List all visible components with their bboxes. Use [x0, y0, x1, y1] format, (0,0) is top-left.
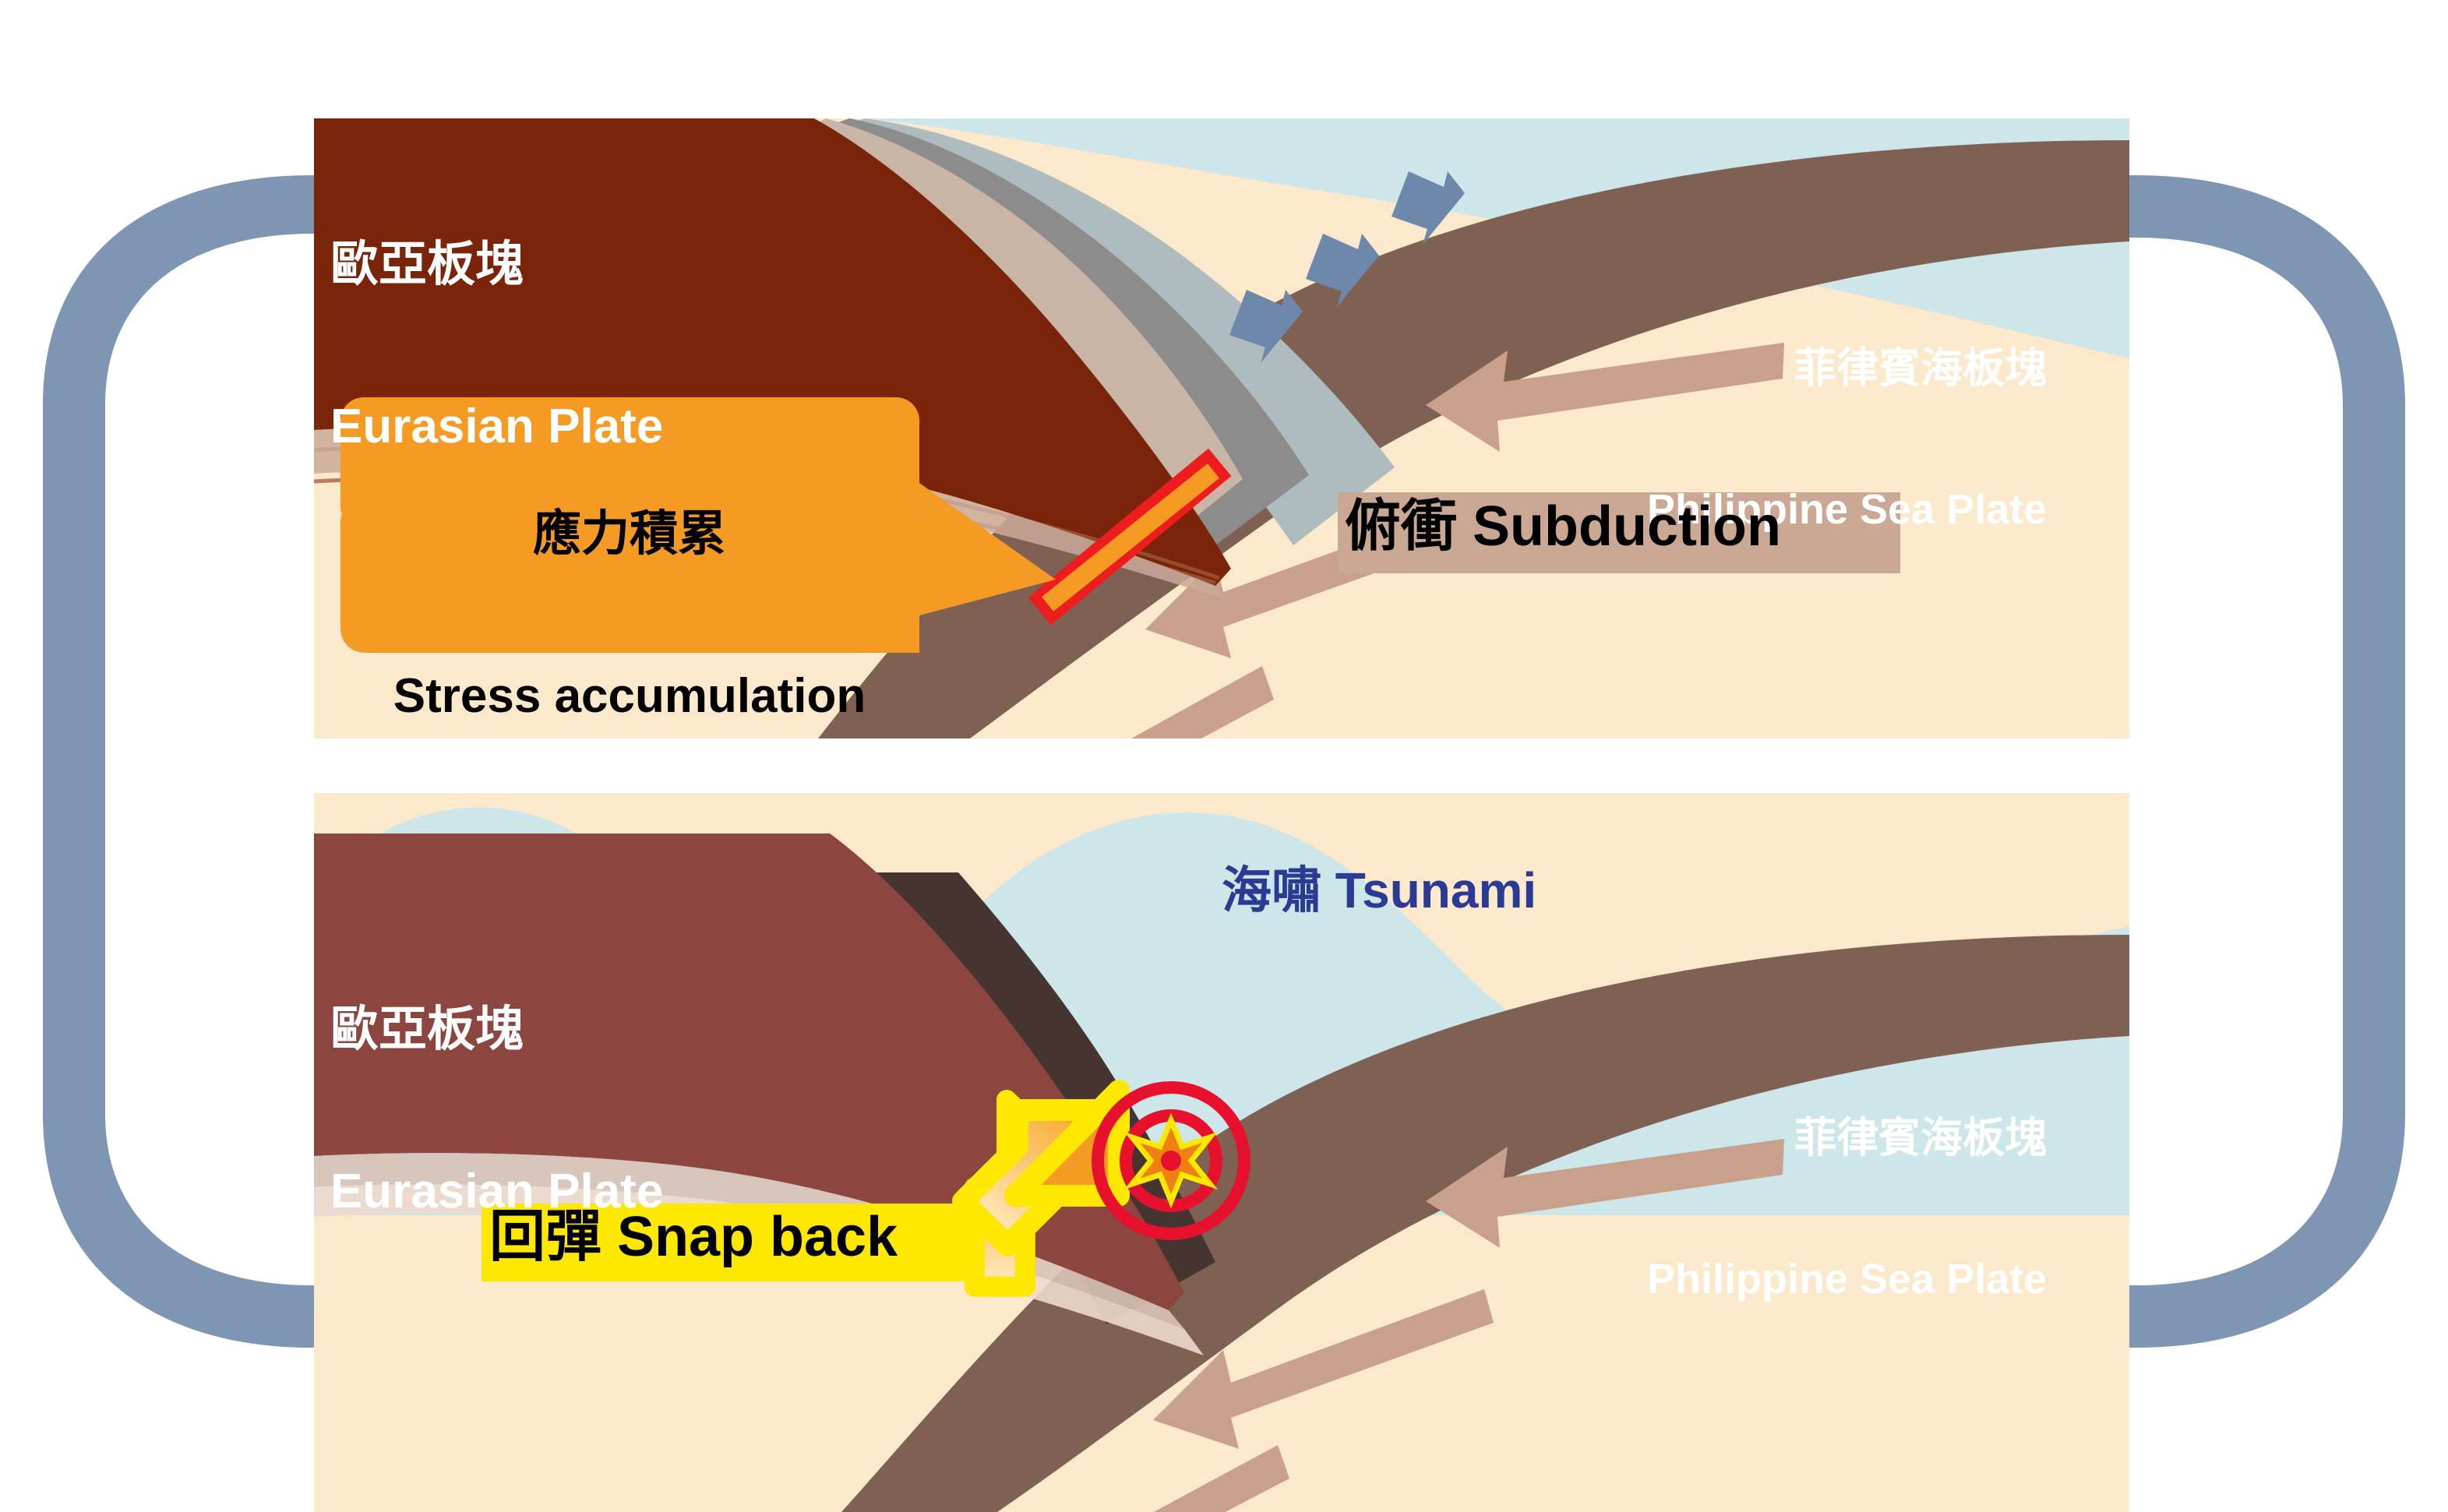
philippine-slab-upper [818, 140, 2129, 738]
snap-back-tag-text: 回彈 Snap back [489, 1206, 898, 1268]
eurasian-plate-label-en-upper: Eurasian Plate [330, 400, 664, 454]
stress-accumulation-cn: 應力積累 [532, 506, 726, 561]
eurasian-underside-lower [314, 1153, 1184, 1329]
snap-back-arrow-icon [952, 1080, 1130, 1297]
philippine-slab-lower [841, 935, 2129, 1512]
philippine-plate-label-en-lower: Philippine Sea Plate [1647, 1256, 2048, 1303]
stress-accumulation-en: Stress accumulation [393, 669, 866, 724]
snap-back-tag-background [481, 1204, 980, 1281]
compression-arrows-upper [1229, 171, 1465, 363]
lower-panel-scene [314, 793, 2129, 1512]
eurasian-plate-label-cn-upper: 歐亞板塊 [330, 237, 524, 291]
stress-accumulation-callout-text: 應力積累 Stress accumulation [352, 399, 907, 777]
eurasian-plate-upper [314, 118, 1231, 586]
subduction-motion-arrows-lower [1153, 1139, 1784, 1512]
eurasian-plate-label-en-lower: Eurasian Plate [330, 1165, 664, 1219]
eurasian-plate-label-cn-lower: 歐亞板塊 [330, 1002, 524, 1056]
philippine-plate-label-lower: 菲律賓海板塊 Philippine Sea Plate [1647, 1020, 2047, 1350]
earthquake-epicenter-icon [1092, 1081, 1250, 1240]
tsunami-label: 海嘯 Tsunami [1222, 862, 1537, 918]
eurasian-plate-label-lower: 歐亞板塊 Eurasian Plate [330, 894, 663, 1273]
philippine-plate-label-cn-lower: 菲律賓海板塊 [1794, 1114, 2048, 1161]
philippine-plate-label-cn-upper: 菲律賓海板塊 [1794, 344, 2048, 392]
eurasian-plate-label-upper: 歐亞板塊 Eurasian Plate [330, 129, 663, 508]
subduction-tag-text: 俯衝 Subduction [1345, 495, 1781, 558]
philippine-plate-label-en-upper: Philippine Sea Plate [1647, 486, 2048, 534]
fault-zone-upper [1028, 448, 1232, 626]
subduction-tag-background [1338, 492, 1900, 573]
philippine-plate-label-upper: 菲律賓海板塊 Philippine Sea Plate [1647, 251, 2047, 580]
stress-accumulation-callout [340, 397, 1056, 653]
